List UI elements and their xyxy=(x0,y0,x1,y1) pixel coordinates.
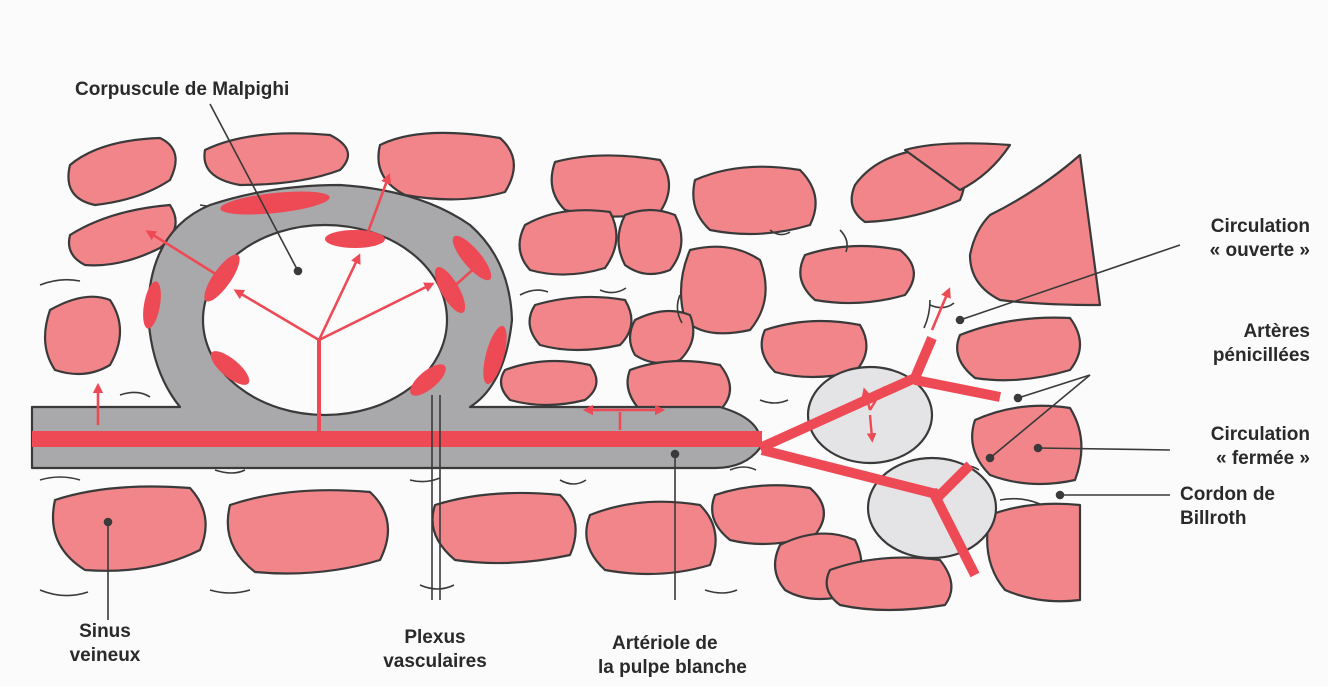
billroth-cord xyxy=(868,458,996,558)
label-line: vasculaires xyxy=(360,650,510,674)
label-line: « fermée » xyxy=(1150,447,1310,471)
venous-sinus xyxy=(681,247,766,334)
label-circulation-ouverte: Circulation « ouverte » xyxy=(1150,215,1310,263)
venous-sinus xyxy=(45,297,120,374)
venous-sinus xyxy=(501,361,596,405)
venous-sinus xyxy=(630,311,693,363)
venous-sinus xyxy=(972,406,1081,484)
label-corpuscule-malpighi: Corpuscule de Malpighi xyxy=(75,78,289,102)
label-circulation-fermee: Circulation « fermée » xyxy=(1150,423,1310,471)
venous-sinus xyxy=(68,138,175,205)
venous-sinus xyxy=(957,318,1080,381)
label-plexus-vasculaires: Plexus vasculaires xyxy=(360,626,510,674)
venous-sinus xyxy=(970,155,1100,305)
label-line: « ouverte » xyxy=(1150,239,1310,263)
venous-sinus xyxy=(987,504,1080,602)
venous-sinus xyxy=(827,558,952,610)
label-cordon-billroth: Cordon de Billroth xyxy=(1180,483,1275,531)
label-line: Sinus xyxy=(40,620,170,644)
label-line: Cordon de xyxy=(1180,483,1275,507)
label-arteriole-pulpe-blanche: Artériole de la pulpe blanche xyxy=(598,632,747,680)
label-line: pénicillées xyxy=(1150,344,1310,368)
label-line: Artériole de xyxy=(598,632,747,656)
corpuscle-lumen xyxy=(203,225,447,415)
label-line: veineux xyxy=(40,644,170,668)
label-arteres-penicillees: Artères pénicillées xyxy=(1150,320,1310,368)
venous-sinus xyxy=(552,155,669,216)
venous-sinus xyxy=(520,210,617,274)
venous-sinus xyxy=(433,493,576,563)
venous-sinus xyxy=(204,133,348,185)
label-line: Artères xyxy=(1150,320,1310,344)
label-line: Plexus xyxy=(360,626,510,650)
label-line: la pulpe blanche xyxy=(598,656,747,680)
label-sinus-veineux: Sinus veineux xyxy=(40,620,170,668)
venous-sinus xyxy=(530,297,632,350)
label-line: Billroth xyxy=(1180,507,1275,531)
venous-sinus xyxy=(586,502,715,574)
venous-sinus xyxy=(378,133,513,199)
venous-sinus xyxy=(619,210,682,274)
venous-sinus xyxy=(53,487,206,571)
label-line: Circulation xyxy=(1150,423,1310,447)
venous-sinus xyxy=(228,490,388,573)
venous-sinus xyxy=(800,246,914,303)
venous-sinus xyxy=(693,167,815,234)
label-line: Circulation xyxy=(1150,215,1310,239)
